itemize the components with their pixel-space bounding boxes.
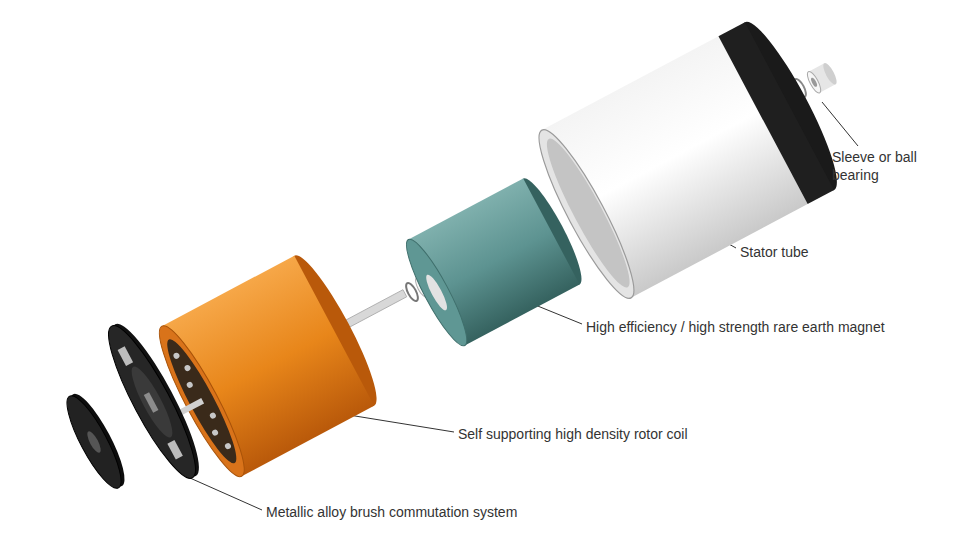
part-label: Sleeve or ball bearing — [832, 148, 917, 184]
part-label: High efficiency / high strength rare ear… — [586, 318, 885, 336]
part-label: Metallic alloy brush commutation system — [266, 503, 517, 521]
end-cap — [58, 388, 133, 494]
part-label: Self supporting high density rotor coil — [458, 425, 688, 443]
part-label: Stator tube — [740, 243, 809, 261]
rare-earth-magnet — [398, 173, 590, 351]
ball-bearing — [805, 61, 839, 94]
